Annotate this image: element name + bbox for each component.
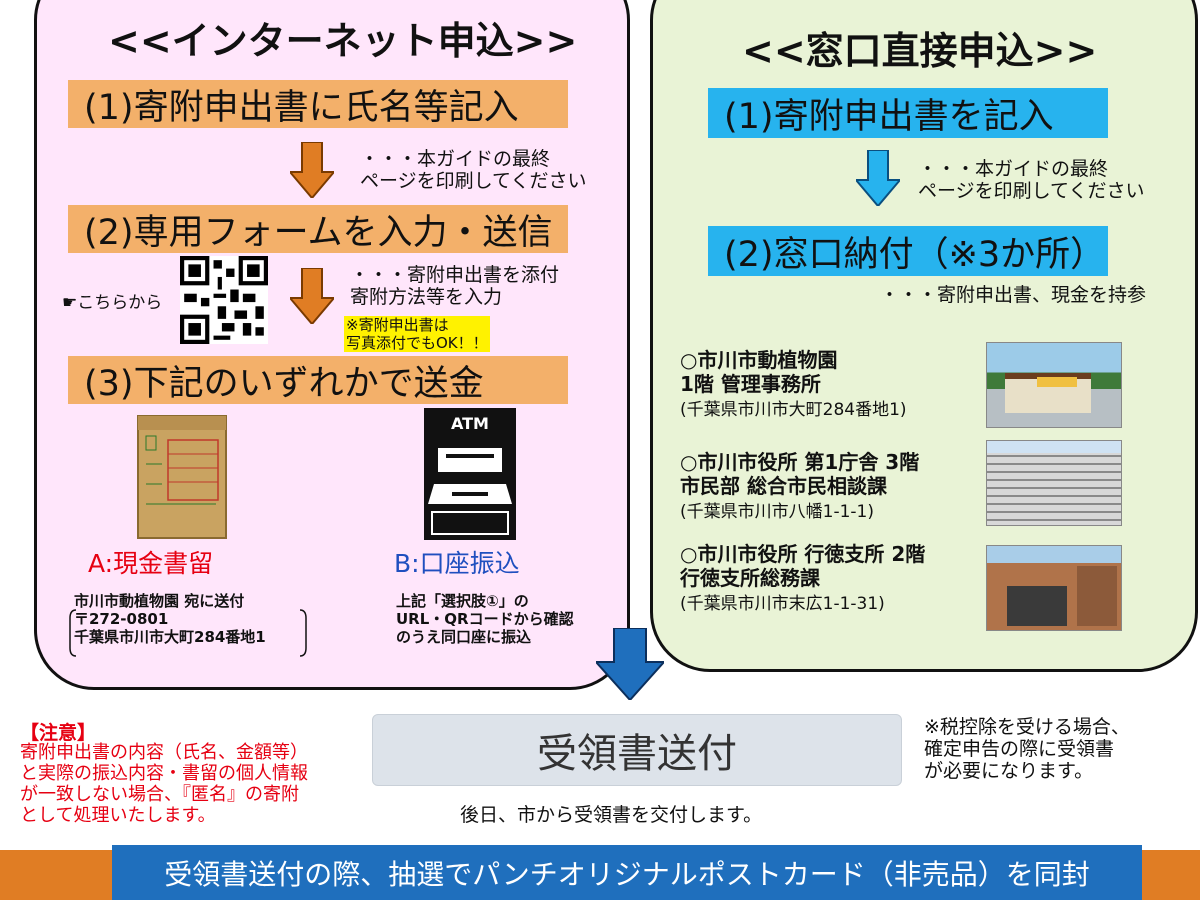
caution-body: 寄附申出書の内容（氏名、金額等） と実際の振込内容・書留の個人情報 が一致しない… [20, 742, 308, 826]
internet-title: <<インターネット申込>> [108, 19, 578, 63]
tax-note: ※税控除を受ける場合、 確定申告の際に受領書 が必要になります。 [924, 716, 1130, 782]
location-address: (千葉県市川市末広1-1-31) [680, 594, 885, 614]
location-name: ○市川市役所 行徳支所 2階 行徳支所総務課 [680, 542, 926, 590]
zoo-office-photo [986, 342, 1122, 428]
footer-message: 受領書送付の際、抽選でパンチオリジナルポストカード（非売品）を同封 [112, 845, 1142, 900]
option-b-label: B:口座振込 [394, 549, 520, 578]
counter-title: <<窓口直接申込>> [742, 29, 1098, 73]
internet-step1-note: ・・・本ガイドの最終 ページを印刷してください [360, 148, 587, 192]
counter-step2-note: ・・・寄附申出書、現金を持参 [880, 284, 1147, 306]
down-arrow-icon [290, 142, 334, 198]
counter-step1-note: ・・・本ガイドの最終 ページを印刷してください [918, 158, 1145, 202]
option-a-detail: 市川市動植物園 宛に送付 〒272-0801 千葉県市川市大町284番地1 [74, 592, 266, 646]
qr-code-icon[interactable] [180, 256, 268, 344]
caution-title: 【注意】 [20, 722, 97, 744]
internet-step2-note: ・・・寄附申出書を添付 寄附方法等を入力 [350, 264, 560, 308]
atm-machine-icon [424, 440, 516, 540]
receipt-title: 受領書送付 [372, 714, 902, 786]
down-arrow-icon [596, 628, 664, 700]
option-b-detail: 上記「選択肢①」の URL・QRコードから確認 のうえ同口座に振込 [396, 592, 574, 646]
location-address: (千葉県市川市大町284番地1) [680, 400, 907, 420]
location-name: ○市川市動植物園 1階 管理事務所 [680, 348, 838, 396]
gyotoku-branch-photo [986, 545, 1122, 631]
photo-ok-note: ※寄附申出書は 写真添付でもOK！！ [344, 316, 490, 352]
location-city-hall: ○市川市役所 第1庁舎 3階 市民部 総合市民相談課 (千葉県市川市八幡1-1-… [680, 450, 919, 524]
city-hall-photo [986, 440, 1122, 526]
atm-label: ATM [424, 408, 516, 440]
option-a-label: A:現金書留 [88, 549, 214, 578]
down-arrow-icon [290, 268, 334, 324]
down-arrow-icon [856, 150, 900, 206]
internet-step3: (3)下記のいずれかで送金 [68, 356, 568, 404]
counter-step2: (2)窓口納付（※3か所） [708, 226, 1108, 276]
internet-step1: (1)寄附申出書に氏名等記入 [68, 80, 568, 128]
receipt-note: 後日、市から受領書を交付します。 [460, 804, 763, 826]
address-bracket [69, 609, 307, 657]
location-zoo: ○市川市動植物園 1階 管理事務所 (千葉県市川市大町284番地1) [680, 348, 907, 422]
location-address: (千葉県市川市八幡1-1-1) [680, 502, 874, 522]
location-gyotoku: ○市川市役所 行徳支所 2階 行徳支所総務課 (千葉県市川市末広1-1-31) [680, 542, 925, 616]
internet-step2: (2)専用フォームを入力・送信 [68, 205, 568, 253]
cash-envelope-icon [137, 415, 227, 539]
counter-step1: (1)寄附申出書を記入 [708, 88, 1108, 138]
location-name: ○市川市役所 第1庁舎 3階 市民部 総合市民相談課 [680, 450, 920, 498]
qr-hint: ☛こちらから [62, 293, 163, 313]
